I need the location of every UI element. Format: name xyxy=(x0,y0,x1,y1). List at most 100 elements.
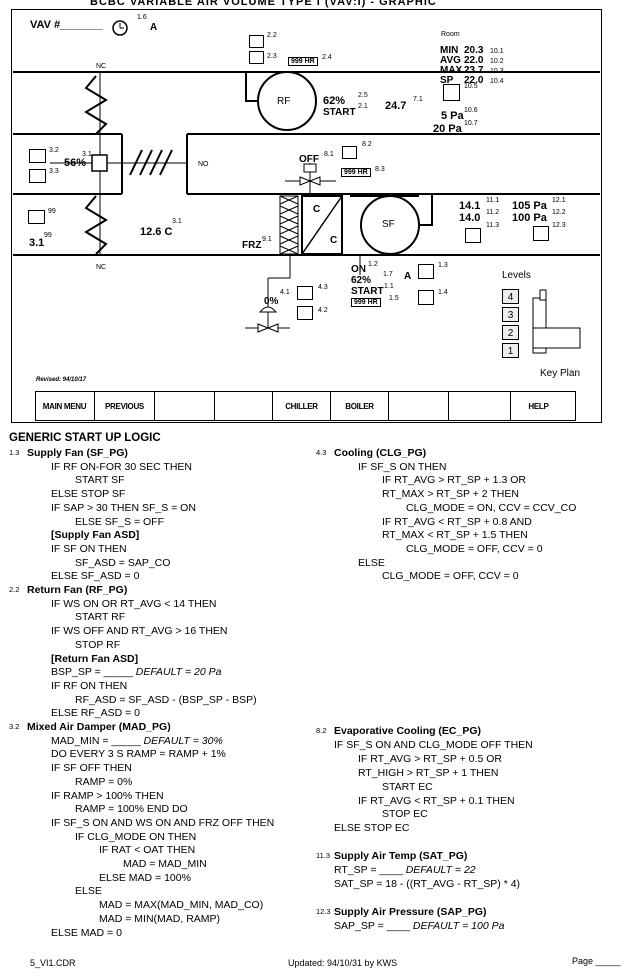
default-value: DEFAULT = 22 xyxy=(402,864,476,876)
ref-label: 1.3 xyxy=(438,262,448,269)
logic-line: ELSE STOP SF xyxy=(51,488,125,500)
logic-line: CLG_MODE = OFF, CCV = 0 xyxy=(382,570,519,582)
logic-line: RAMP = 0% xyxy=(75,776,132,788)
logic-line: IF WS OFF AND RT_AVG > 16 THEN xyxy=(51,625,228,637)
trend-icon[interactable] xyxy=(297,286,313,300)
section-ref: 11.3 xyxy=(316,851,331,861)
level-button-1[interactable]: 1 xyxy=(502,343,519,358)
trend-icon[interactable] xyxy=(249,51,264,64)
level-button-2[interactable]: 2 xyxy=(502,325,519,340)
logic-text: IF SAP > 30 THEN SF_S = ON xyxy=(51,501,196,514)
ref-label: 3.2 xyxy=(49,147,59,154)
logic-line: IF RF ON-FOR 30 SEC THEN xyxy=(51,461,192,473)
vav-label: VAV #_______ xyxy=(30,19,103,31)
logic-text: IF SF OFF THEN xyxy=(51,762,132,775)
logic-text: RAMP = 0% xyxy=(75,775,133,788)
ref-label: 3.3 xyxy=(49,168,59,175)
trend-icon[interactable] xyxy=(29,149,46,163)
trend-icon[interactable] xyxy=(297,306,313,320)
no-label: NO xyxy=(198,161,209,168)
trend-icon[interactable] xyxy=(443,84,460,101)
outside-temp: 3.1 xyxy=(29,237,45,249)
trend-icon[interactable] xyxy=(533,226,549,241)
blank-button[interactable] xyxy=(155,391,215,421)
logic-line: RAMP = 100% END DO xyxy=(75,803,188,815)
trend-icon[interactable] xyxy=(28,210,45,224)
ref-label: 2.1 xyxy=(358,103,368,110)
logic-text: CLG_MODE = OFF, CCV = 0 xyxy=(406,542,543,555)
trend-icon[interactable] xyxy=(342,146,357,159)
logic-text: Supply Air Pressure (SAP_PG) xyxy=(334,905,487,918)
blank-button[interactable] xyxy=(389,391,449,421)
chiller-button[interactable]: CHILLER xyxy=(273,391,331,421)
rf-label: RF xyxy=(277,96,291,107)
previous-button[interactable]: PREVIOUS xyxy=(95,391,155,421)
section-heading: Supply Air Temp (SAT_PG) xyxy=(334,850,467,862)
section-ref: 8.2 xyxy=(316,726,327,735)
graphic-panel xyxy=(11,9,602,423)
help-button[interactable]: HELP xyxy=(528,401,549,411)
logic-line: CLG_MODE = ON, CCV = CCV_CO xyxy=(406,502,576,514)
level-button-4[interactable]: 4 xyxy=(502,289,519,304)
default-value: DEFAULT = 100 Pa xyxy=(410,919,505,932)
logic-line: MAD_MIN = _____ DEFAULT = 30% xyxy=(51,735,223,747)
logic-text: IF RT_AVG < RT_SP + 0.1 THEN xyxy=(358,794,515,807)
logic-line: IF SF_S ON AND WS ON AND FRZ OFF THEN xyxy=(51,817,274,829)
ref-label: 1.1 xyxy=(384,283,394,290)
pressure-5pa: 5 Pa xyxy=(441,110,464,122)
logic-line: ELSE xyxy=(75,885,102,897)
logic-text: Cooling (CLG_PG) xyxy=(334,447,427,459)
logic-text: IF RT_AVG > RT_SP + 0.5 OR xyxy=(358,752,502,765)
logic-text: RT_MAX < RT_SP + 1.5 THEN xyxy=(382,529,528,542)
logic-text: IF SF_S ON AND WS ON AND FRZ OFF THEN xyxy=(51,816,275,829)
room-key: MAX xyxy=(440,65,463,76)
trend-icon[interactable] xyxy=(465,228,481,243)
section-ref: 12.3 xyxy=(316,906,331,916)
trend-icon[interactable] xyxy=(29,169,46,183)
logic-text: CLG_MODE = ON, CCV = CCV_CO xyxy=(406,501,577,514)
logic-line: IF RT_AVG > RT_SP + 1.3 OR xyxy=(382,474,526,486)
key-plan-label: Key Plan xyxy=(540,368,581,379)
ref-label: 4.2 xyxy=(318,307,328,314)
ref-label: 9.1 xyxy=(262,236,272,243)
ref-label: 10.5 xyxy=(464,83,478,90)
evap-hours-box: 999 HR xyxy=(341,168,371,177)
ref-label: 4.1 xyxy=(280,289,290,296)
ref-label: 4.3 xyxy=(318,284,328,291)
coil-label: C xyxy=(330,235,338,246)
ref-label: 8.3 xyxy=(375,166,385,173)
logic-text: [Return Fan ASD] xyxy=(51,652,139,665)
coil-label: C xyxy=(313,204,321,215)
main-menu-button[interactable]: MAIN MENU xyxy=(35,391,95,421)
blank-button[interactable] xyxy=(215,391,273,421)
logic-line: ELSE MAD = 0 xyxy=(51,927,122,939)
level-button-3[interactable]: 3 xyxy=(502,307,519,322)
logic-text: IF SF_S ON AND CLG_MODE OFF THEN xyxy=(334,738,533,751)
ref-label: 1.2 xyxy=(368,261,378,268)
logic-text: SF_ASD = SAP_CO xyxy=(75,556,171,569)
trend-icon[interactable] xyxy=(418,264,434,279)
logic-line: SAP_SP = ____ DEFAULT = 100 Pa xyxy=(334,920,504,932)
trend-icon[interactable] xyxy=(418,290,434,305)
sf-mode: A xyxy=(404,271,412,282)
default-value: DEFAULT = 30% xyxy=(140,734,223,747)
blank-button[interactable] xyxy=(449,391,511,421)
ref-label: 10.6 xyxy=(464,107,478,114)
sat-setpoint: 14.0 xyxy=(459,212,481,224)
logic-line: IF RAMP > 100% THEN xyxy=(51,790,164,802)
mix-ref: 3.1 xyxy=(82,151,92,158)
ref-label: 10.1 xyxy=(490,48,504,55)
levels-label: Levels xyxy=(502,270,531,281)
updated-note: Updated: 94/10/31 by KWS xyxy=(288,958,398,968)
logic-line: ELSE MAD = 100% xyxy=(99,872,191,884)
logic-line: IF RT_AVG < RT_SP + 0.8 AND xyxy=(382,516,532,528)
logic-text: START RF xyxy=(75,611,126,624)
logic-text: ELSE xyxy=(358,556,385,569)
boiler-button[interactable]: BOILER xyxy=(331,391,389,421)
logic-text: IF WS ON OR RT_AVG < 14 THEN xyxy=(51,597,217,610)
logic-line: ELSE STOP EC xyxy=(334,822,409,834)
trend-icon[interactable] xyxy=(249,35,264,48)
logic-line: START RF xyxy=(75,611,125,623)
